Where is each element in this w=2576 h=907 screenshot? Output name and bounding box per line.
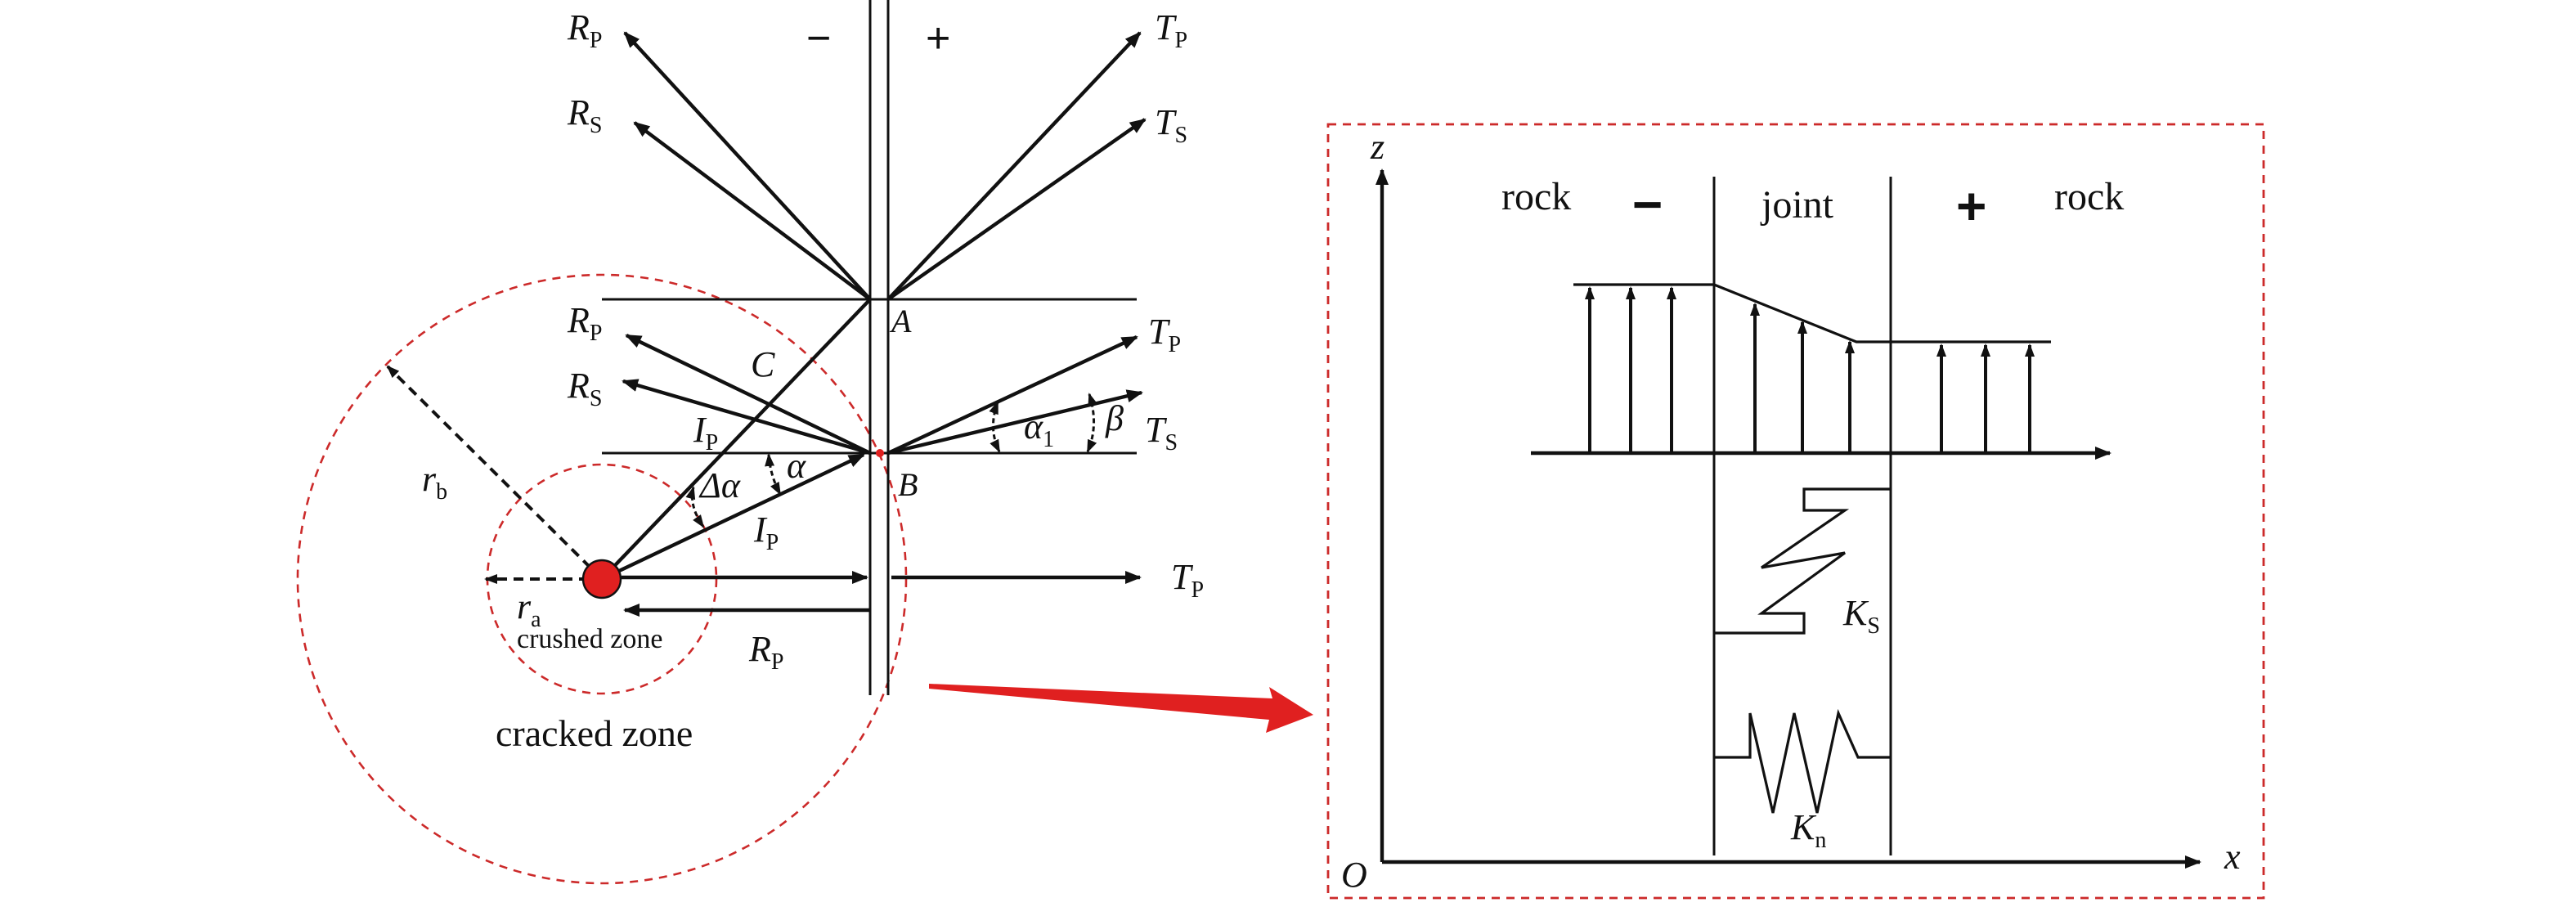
ray-top-TP <box>886 31 1142 301</box>
ray-mid-TS <box>887 389 1143 456</box>
label-mid-RS: RS <box>567 366 602 411</box>
label-minus: − <box>1632 175 1663 234</box>
label-IP-upper: IP <box>693 410 718 456</box>
ray-top-TS <box>886 118 1147 301</box>
explosive-source <box>581 559 622 599</box>
label-joint: joint <box>1760 183 1834 227</box>
label-top-RS: RS <box>567 92 602 138</box>
label-rb: rb <box>422 459 447 505</box>
label-cracked-zone: cracked zone <box>496 712 693 754</box>
left-figure <box>296 0 1147 885</box>
label-top-RP: RP <box>567 7 602 53</box>
label-top-TS: TS <box>1155 102 1187 148</box>
label-mid-TS: TS <box>1145 410 1178 456</box>
label-alpha: α <box>787 446 806 486</box>
sign-minus-left: − <box>806 15 831 62</box>
shear-spring-ks <box>1714 487 1891 635</box>
label-beta: β <box>1105 398 1124 438</box>
ray-mid-RS <box>622 379 871 456</box>
ray-incident-to-A <box>600 298 872 581</box>
label-axis-x: x <box>2224 837 2241 877</box>
label-point-B: B <box>898 466 918 503</box>
label-point-C: C <box>751 344 775 384</box>
label-alpha1: α1 <box>1024 406 1054 452</box>
label-axis-z: z <box>1370 127 1384 167</box>
angle-alpha1-arc <box>989 401 1001 453</box>
ray-incident-to-B <box>601 453 865 581</box>
ray-mid-TP <box>887 335 1138 455</box>
left-labels: − + RP RS TP TS A B C RP RS TP TS IP IP … <box>422 7 1204 754</box>
angle-alpha-arc <box>765 453 782 496</box>
label-ra: ra <box>517 586 541 632</box>
label-Ks: KS <box>1842 593 1880 639</box>
label-Kn: Kn <box>1790 807 1826 853</box>
label-IP-lower: IP <box>753 510 779 555</box>
label-delta-alpha: Δα <box>698 465 741 505</box>
angle-beta-arc <box>1086 393 1097 453</box>
label-crushed-zone: crushed zone <box>517 624 662 654</box>
angle-delta-alpha-arc <box>685 486 705 528</box>
label-point-A: A <box>889 303 912 339</box>
ray-top-RP <box>623 31 872 301</box>
radius-rb-arrow <box>386 365 604 581</box>
normal-spring-kn <box>1714 708 1891 814</box>
label-mid-RP: RP <box>567 300 602 346</box>
point-B-marker <box>876 449 884 457</box>
zoom-frame <box>1326 123 2265 900</box>
label-rock-right: rock <box>2054 175 2124 218</box>
label-origin: O <box>1341 855 1367 895</box>
ray-top-RS <box>633 121 872 301</box>
label-bottom-RP: RP <box>748 629 783 675</box>
label-bottom-TP: TP <box>1171 557 1204 603</box>
label-top-TP: TP <box>1155 7 1187 53</box>
label-mid-TP: TP <box>1148 312 1181 357</box>
label-rock-left: rock <box>1501 175 1571 218</box>
right-labels: z x O rock − joint + rock KS Kn <box>1341 127 2241 895</box>
sign-plus-left: + <box>926 15 950 62</box>
right-figure <box>1326 123 2265 900</box>
label-plus: + <box>1956 177 1986 236</box>
ray-mid-RP <box>625 334 871 455</box>
stress-profile <box>1573 283 2051 343</box>
zoom-arrow <box>929 684 1313 733</box>
